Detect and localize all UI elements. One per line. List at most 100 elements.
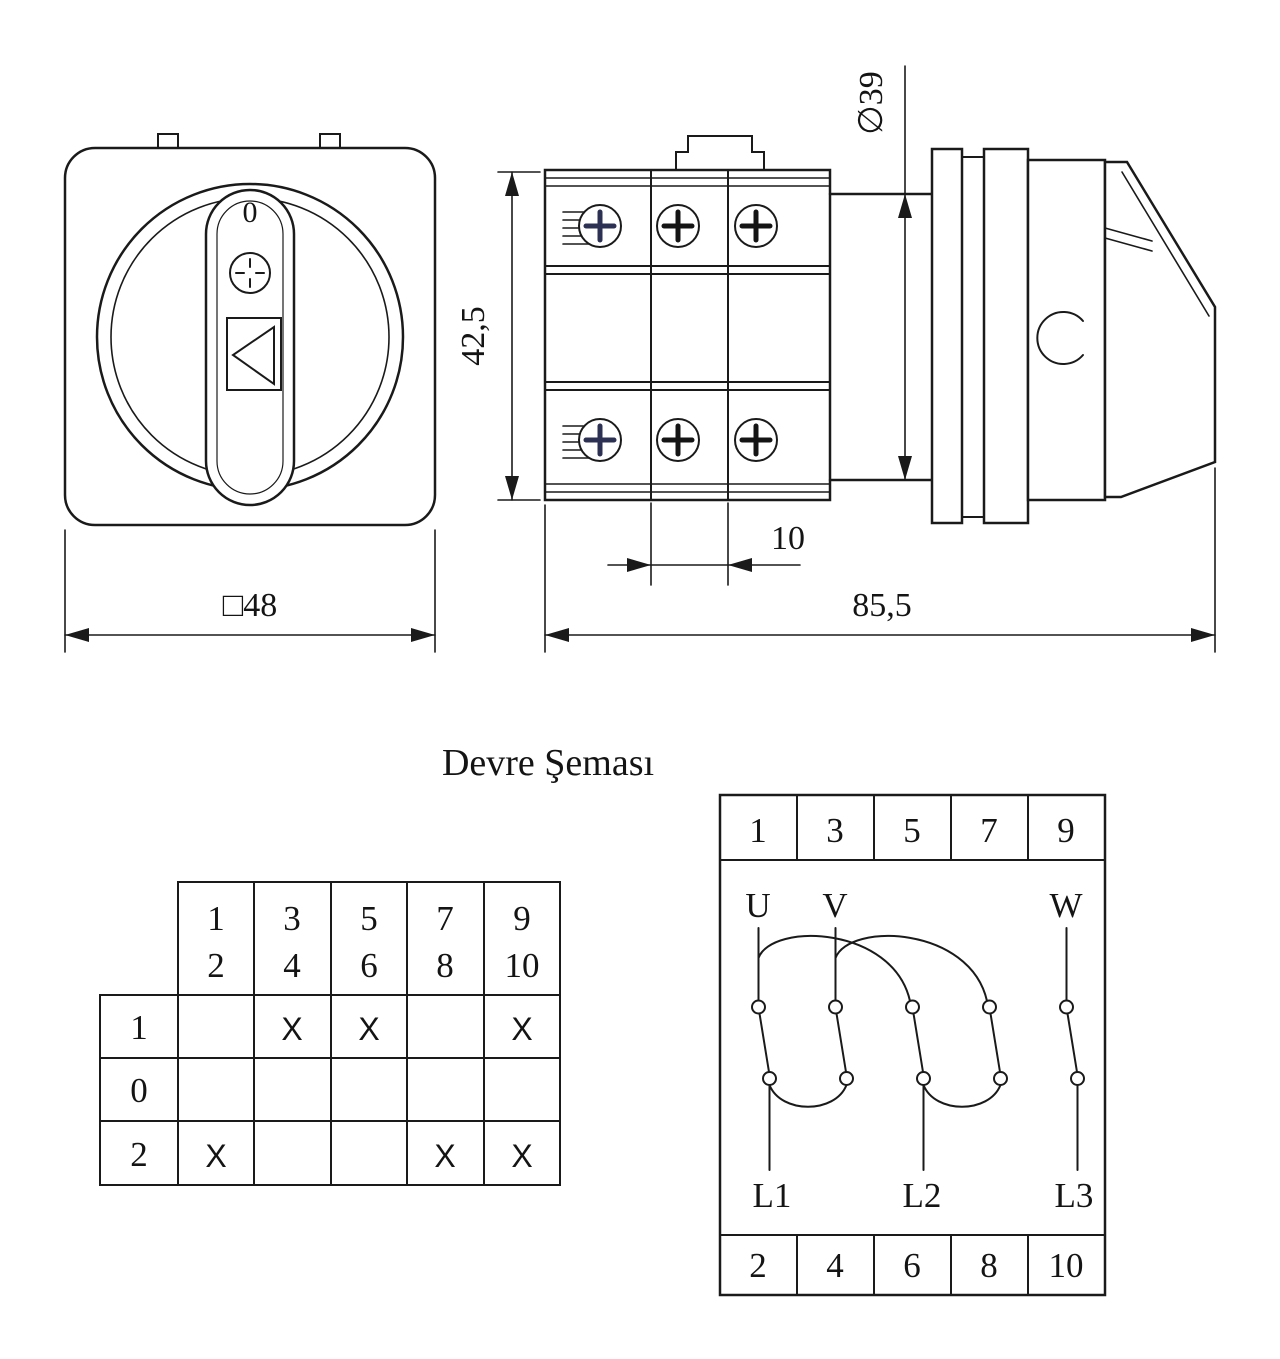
wiring-frame: [718, 793, 1107, 1297]
terminal-number: 2: [749, 1246, 767, 1285]
contact-circle: [905, 999, 920, 1015]
col-header: 3: [283, 899, 301, 938]
terminal-number: 10: [1049, 1246, 1084, 1285]
arrowhead-down: [505, 476, 519, 500]
switch-blade: [1066, 1012, 1078, 1073]
dimension-label: 10: [771, 520, 805, 557]
terminal-number: 6: [903, 1246, 921, 1285]
contact-circle: [982, 999, 997, 1015]
row-header: 2: [130, 1135, 148, 1174]
jumper-arc: [922, 1084, 1002, 1108]
mark-cell: X: [358, 1011, 379, 1047]
jumper-arc: [834, 935, 988, 1002]
phase-label: W: [1049, 886, 1082, 925]
mark-cell: X: [511, 1138, 532, 1174]
arrowhead-right: [627, 558, 651, 572]
terminal-number: 5: [903, 811, 921, 850]
handle-inner-contour: [216, 200, 284, 495]
dimension-label: □48: [223, 587, 278, 624]
mark-cell: X: [434, 1138, 455, 1174]
handle-profile-line: [1104, 227, 1153, 242]
arrowhead-up: [898, 194, 912, 218]
switch-blade: [835, 1012, 847, 1073]
contact-circle: [1059, 999, 1074, 1015]
col-header: 10: [505, 946, 540, 985]
terminal-number: 3: [826, 811, 844, 850]
arrowhead-up: [505, 172, 519, 196]
shaft-diameter-dimension: ∅39: [853, 65, 912, 481]
arrowhead-right: [411, 628, 435, 642]
input-phase-labels: U V W: [745, 886, 1082, 925]
col-header: 7: [436, 899, 454, 938]
phase-label: L3: [1055, 1176, 1094, 1215]
contact-circle: [839, 1071, 854, 1086]
terminal-number: 9: [1057, 811, 1075, 850]
output-phase-labels: L1 L2 L3: [753, 1176, 1094, 1215]
rear-housing: [1026, 158, 1107, 502]
circuit-diagram-title: Devre Şeması: [442, 742, 654, 784]
handle-profile-line: [1121, 171, 1210, 317]
col-header: 6: [360, 946, 378, 985]
flange-plate-front: [930, 147, 964, 525]
bottom-terminal-numbers: 2 4 6 8 10: [749, 1246, 1083, 1285]
side-view: 42,5 ∅39 10 85,5: [455, 65, 1217, 653]
arrowhead-right: [1191, 628, 1215, 642]
handle-side-profile: [1103, 160, 1217, 499]
phase-label: L2: [903, 1176, 942, 1215]
switch-blade: [989, 1012, 1001, 1073]
row-header: 1: [130, 1008, 148, 1047]
arrowhead-left: [545, 628, 569, 642]
table-marks: X X X X X X: [205, 1011, 532, 1174]
contact-network: [751, 927, 1085, 1171]
mark-cell: X: [511, 1011, 532, 1047]
phase-label: U: [745, 886, 770, 925]
terminal-number: 8: [980, 1246, 998, 1285]
terminal-number: 4: [826, 1246, 844, 1285]
contact-circle: [762, 1071, 777, 1086]
front-view: 0 □48: [63, 133, 437, 653]
dimension-label: 42,5: [455, 306, 492, 366]
rotary-handle: 0: [204, 188, 296, 507]
dimension-label: 85,5: [852, 587, 912, 624]
col-header: 8: [436, 946, 454, 985]
wiring-diagram: 1 3 5 7 9 U V W: [718, 793, 1107, 1297]
phase-label: V: [822, 886, 847, 925]
contact-circle: [993, 1071, 1008, 1086]
table-column-headers-top: 1 3 5 7 9: [207, 899, 531, 938]
terminal-number: 7: [980, 811, 998, 850]
arrowhead-left: [65, 628, 89, 642]
terminal-number: 1: [749, 811, 767, 850]
front-width-dimension: □48: [64, 529, 436, 653]
col-header: 1: [207, 899, 225, 938]
housing-notch: [1036, 311, 1084, 365]
handle-position-label: 0: [243, 196, 258, 229]
table-column-headers-bottom: 2 4 6 8 10: [207, 946, 539, 985]
height-dimension: 42,5: [455, 171, 541, 501]
table-row-headers: 1 0 2: [130, 1008, 148, 1174]
switch-position-table: 1 3 5 7 9 2 4 6 8 10 1 0 2 X X X: [99, 881, 561, 1186]
logo-box: [226, 317, 282, 391]
terminal-screws-bottom: [578, 418, 778, 462]
contact-circle: [828, 999, 843, 1015]
terminal-screws-top: [578, 204, 778, 248]
contact-circle: [1070, 1071, 1085, 1086]
brand-logo: [226, 317, 282, 391]
arrowhead-down: [898, 456, 912, 480]
terminal-block-lines: [544, 169, 831, 501]
mark-cell: X: [205, 1138, 226, 1174]
length-dimension: 85,5: [544, 467, 1216, 653]
col-header: 2: [207, 946, 225, 985]
wiring-outer-box: [718, 793, 1107, 1297]
phase-label: L1: [753, 1176, 792, 1215]
col-header: 5: [360, 899, 378, 938]
switch-blade: [758, 1012, 770, 1073]
top-mounting-tab: [675, 135, 765, 172]
contact-circle: [751, 999, 766, 1015]
arrowhead-left: [728, 558, 752, 572]
handle-body: [204, 188, 296, 507]
top-terminal-numbers: 1 3 5 7 9: [749, 811, 1075, 850]
row-header: 0: [130, 1071, 148, 1110]
mark-cell: X: [281, 1011, 302, 1047]
terminal-pitch-dimension: 10: [607, 502, 805, 586]
